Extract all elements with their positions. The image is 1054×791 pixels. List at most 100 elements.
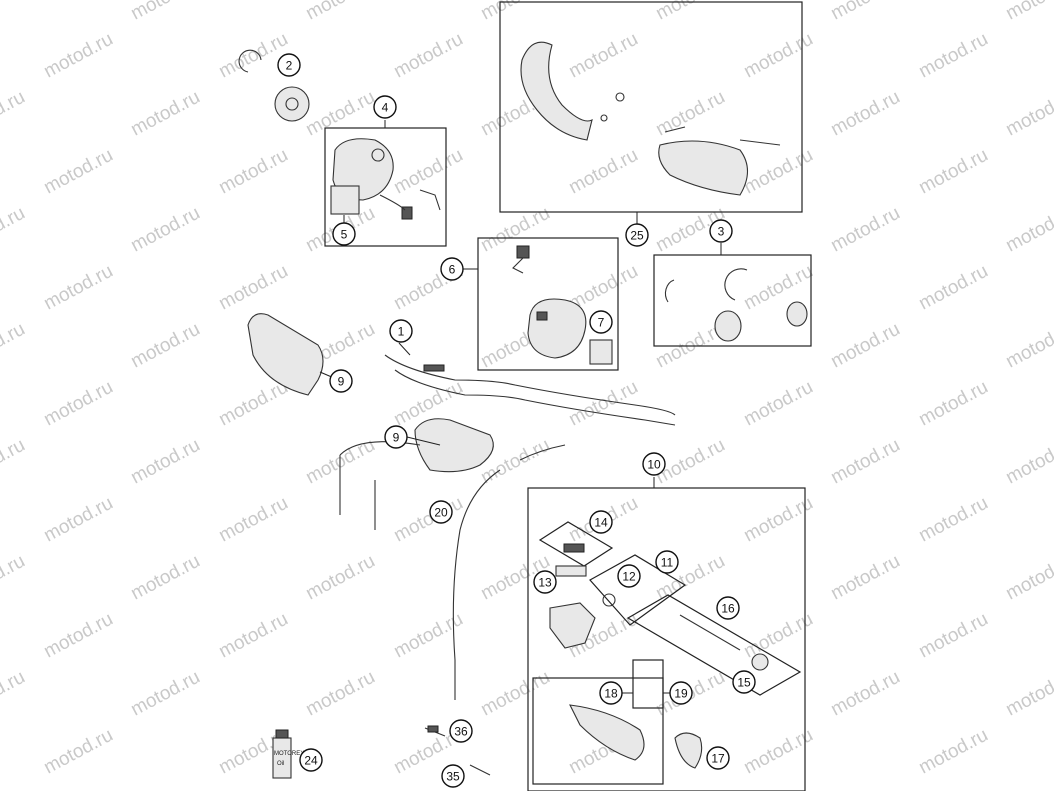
callout-circle [389,319,413,343]
frame-repair-kit-11 [589,554,687,626]
callout-c1: 1 [389,319,413,343]
frame-piston-kit [632,659,664,709]
callout-circle [384,425,408,449]
watermark-text: motod.ru [827,435,903,489]
callout-circle [669,681,693,705]
watermark-text: motod.ru [915,145,991,199]
part-master-cylinder [549,602,596,649]
callout-circle [299,748,323,772]
watermark-text: motod.ru [0,87,29,141]
callout-label: 1 [398,325,405,339]
callout-c20: 20 [429,500,453,524]
callout-label: 35 [446,770,460,784]
watermark-text: motod.ru [215,377,291,431]
part-left-switch-button [371,148,385,162]
callout-c36: 36 [449,719,473,743]
callout-label: 4 [382,101,389,115]
watermark-text: motod.ru [915,609,991,663]
frame-reservoir-cap-kit-14 [538,521,614,567]
part-handguard-mount [339,441,421,530]
part-brake-reservoir-clamp [674,732,703,769]
callout-c17: 17 [706,746,730,770]
watermark-text: motod.ru [0,203,29,257]
part-throttle-cable-end [519,444,566,461]
grease-tube-sublabel: Oil [277,761,284,767]
watermark-text: motod.ru [652,87,728,141]
callout-label: 15 [737,676,751,690]
part-handguard [658,140,749,196]
callout-c6: 6 [440,257,464,281]
part-brake-lever [569,704,645,761]
callout-label: 3 [718,225,725,239]
watermark-text: motod.ru [1002,435,1054,489]
frame-headlight-mask-assembly [499,1,803,213]
callout-label: 9 [393,431,400,445]
callout-circle [642,452,666,476]
callout-circle [533,570,557,594]
part-snap-ring [238,49,262,73]
watermark-text: motod.ru [127,319,203,373]
watermark-text: motod.ru [565,145,641,199]
part-disc-center [285,97,299,111]
part-grip-disc [714,310,742,342]
watermark-text: motod.ru [1002,551,1054,605]
callout-c18: 18 [599,681,623,705]
part-handguard-left [247,313,324,396]
callout-label: 9 [338,375,345,389]
part-left-switch-connector [401,206,413,220]
watermark-text: motod.ru [915,261,991,315]
watermark-text: motod.ru [652,0,728,24]
watermark-text: motod.ru [127,203,203,257]
watermark-text: motod.ru [390,29,466,83]
part-headlight-mask [520,41,593,141]
watermark-text: motod.ru [390,145,466,199]
watermark-text: motod.ru [127,667,203,721]
callout-c35: 35 [441,764,465,788]
callout-label: 6 [449,263,456,277]
callout-circle [589,510,613,534]
watermark-text: motod.ru [215,29,291,83]
callout-label: 5 [341,228,348,242]
callout-circle [599,681,623,705]
watermark-text: motod.ru [40,377,116,431]
watermark-text: motod.ru [0,319,29,373]
watermark-text: motod.ru [565,29,641,83]
watermark-text: motod.ru [915,29,991,83]
watermark-text: motod.ru [915,377,991,431]
callout-label: 20 [434,506,448,520]
watermark-text: motod.ru [827,0,903,24]
frame-switch-assembly-right [477,237,619,371]
watermark-text: motod.ru [740,377,816,431]
watermark-text: motod.ru [40,261,116,315]
callout-label: 36 [454,725,468,739]
part-handlebar-clamp [423,364,445,372]
callout-label: 24 [304,754,318,768]
watermark-text: motod.ru [565,377,641,431]
frame-brake-lever-kit [532,677,664,785]
part-handguard-bracket [664,126,781,146]
callout-circle [429,500,453,524]
callout-c11: 11 [655,550,679,574]
callout-circle [329,369,353,393]
watermark-text: motod.ru [215,145,291,199]
callout-c24: 24 [299,748,323,772]
callout-circle [332,222,356,246]
watermark-text: motod.ru [827,667,903,721]
callout-label: 12 [622,570,636,584]
watermark-text: motod.ru [40,609,116,663]
watermark-text: motod.ru [827,87,903,141]
callout-circle [440,257,464,281]
callout-label: 16 [721,602,735,616]
watermark-text: motod.ru [302,87,378,141]
part-right-switch-connector [516,245,530,259]
part-bolt [615,92,625,102]
part-right-switch-button [536,311,548,321]
callout-circle [589,310,613,334]
callout-c9a: 9 [329,369,353,393]
frame-grip-rubbers [653,254,812,347]
watermark-text: motod.ru [1002,87,1054,141]
callout-label: 17 [711,752,725,766]
callout-circle [617,564,641,588]
part-ring [724,268,748,301]
